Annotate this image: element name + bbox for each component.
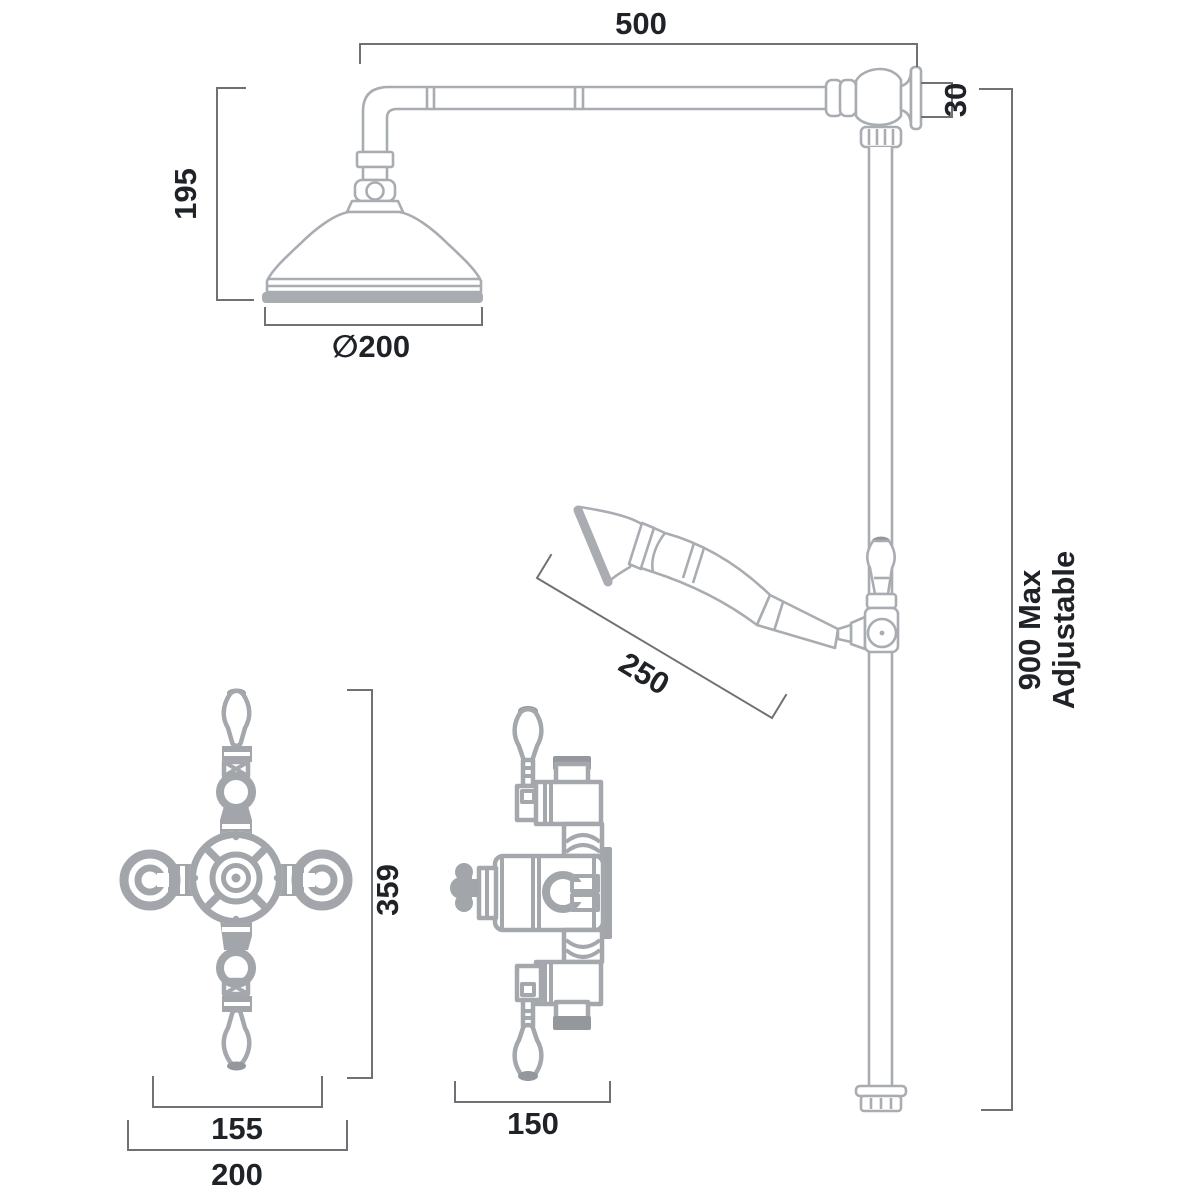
dim-valve-depth: 150 xyxy=(454,1081,611,1141)
valve-center-dial xyxy=(189,831,283,925)
dim-head-height-label: 195 xyxy=(168,168,203,220)
dim-valve-width-outer: 200 xyxy=(127,1120,348,1192)
valve-side-knob xyxy=(450,863,499,921)
riser-collar-nut xyxy=(859,125,903,149)
dim-valve-height: 359 xyxy=(347,689,405,1079)
dim-riser-label-line1: 900 Max xyxy=(1012,569,1047,690)
handset-grip xyxy=(651,531,772,627)
dim-valve-width-outer-label: 200 xyxy=(211,1157,263,1192)
dim-arm-length-label: 500 xyxy=(615,6,667,41)
valve-left-knob xyxy=(119,849,181,911)
riser-bottom-nut xyxy=(854,1084,908,1098)
dim-head-diameter-label: ∅200 xyxy=(332,329,410,364)
dim-head-diameter: ∅200 xyxy=(264,307,483,364)
valve-side-view xyxy=(450,706,612,1081)
valve-right-knob xyxy=(291,849,353,911)
dim-wall-fixing: 30 xyxy=(921,82,973,118)
handset-cradle xyxy=(849,615,867,651)
valve-side-bottom-lever xyxy=(512,1022,544,1079)
valve-front-view xyxy=(119,688,353,1071)
dim-valve-depth-label: 150 xyxy=(507,1106,559,1141)
valve-bottom-lever xyxy=(221,1008,252,1068)
valve-side-top-lever xyxy=(512,707,544,764)
dim-head-height: 195 xyxy=(168,87,254,301)
dim-valve-width-inner-label: 155 xyxy=(211,1111,263,1146)
slider-clamp xyxy=(836,536,900,654)
handset-face xyxy=(573,505,613,587)
dim-riser-adjustable: 900 Max Adjustable xyxy=(979,88,1081,1111)
dim-riser-label-line2: Adjustable xyxy=(1046,551,1081,709)
wall-union-tee xyxy=(824,65,923,149)
dim-valve-width-inner: 155 xyxy=(152,1076,323,1146)
handset-tail xyxy=(755,593,840,650)
dim-valve-height-label: 359 xyxy=(370,864,405,916)
head-bell xyxy=(265,210,483,294)
wall-plate xyxy=(909,65,923,131)
valve-top-lever xyxy=(221,688,252,748)
head-rim xyxy=(262,292,483,303)
shower-arm xyxy=(361,85,829,154)
handset xyxy=(573,505,840,650)
dim-wall-fixing-label: 30 xyxy=(938,83,973,117)
shower-head xyxy=(262,150,483,303)
dim-arm-length: 500 xyxy=(359,6,918,67)
